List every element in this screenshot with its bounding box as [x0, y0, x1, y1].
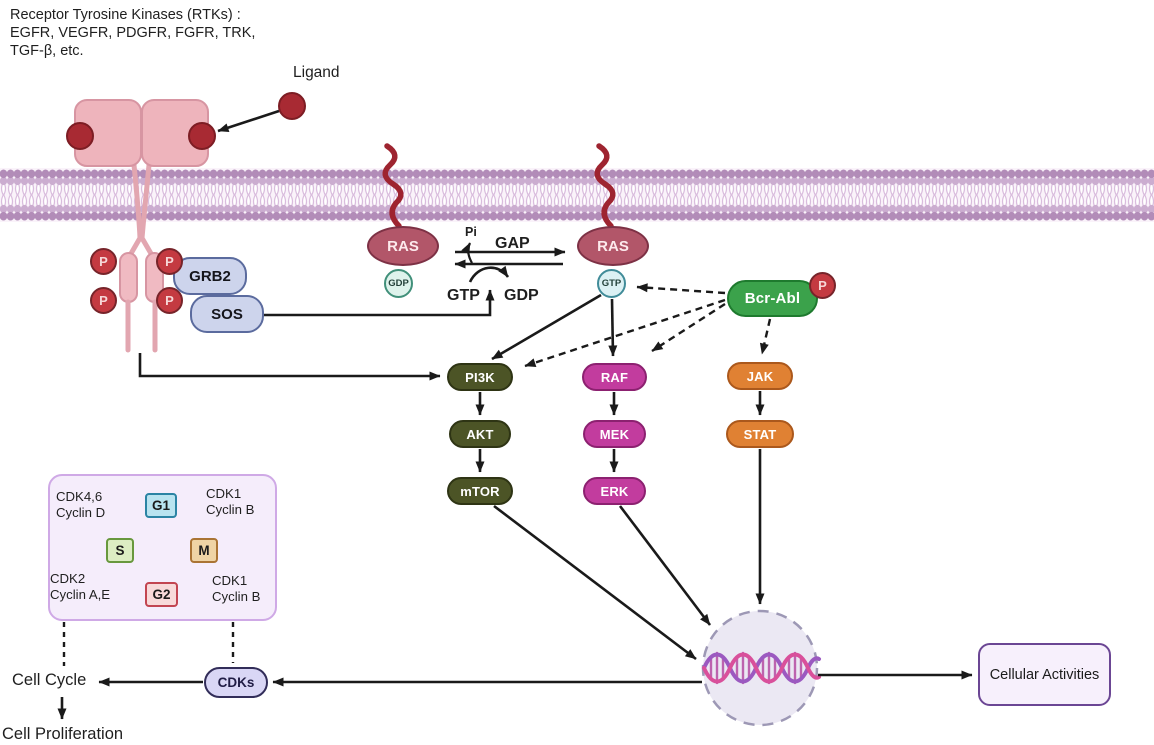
- phospho-letter: P: [99, 293, 108, 308]
- phospho-badge: P: [156, 248, 183, 275]
- pi-label: Pi: [465, 225, 477, 239]
- cyclin-line: Cyclin A,E: [50, 586, 111, 602]
- receptor-to-pi3k-arrow: [138, 353, 441, 381]
- phospho-badge: P: [156, 287, 183, 314]
- ligand-icon: [278, 92, 306, 120]
- gdp-badge: GDP: [384, 269, 413, 298]
- cdks-node: CDKs: [204, 667, 268, 698]
- stat-node: STAT: [726, 420, 794, 448]
- cdk-label-bottom-right: CDK1 Cyclin B: [212, 573, 260, 604]
- raf-node: RAF: [582, 363, 647, 391]
- bcr-abl-node: Bcr-Abl: [727, 280, 818, 317]
- rtk-receptor: [66, 99, 216, 353]
- cdk-label-top-right: CDK1 Cyclin B: [206, 486, 254, 517]
- rtk-note-line2: EGFR, VEGFR, PDGFR, FGFR, TRK,: [10, 25, 256, 42]
- cell-cycle-connectors: [57, 622, 235, 720]
- cell-cycle-label: Cell Cycle: [12, 671, 87, 689]
- cdk-label-bottom-left: CDK2 Cyclin A,E: [50, 571, 110, 602]
- grb2-node: GRB2: [173, 257, 247, 295]
- ras-gdp-node: RAS: [367, 226, 439, 266]
- mek-node: MEK: [583, 420, 646, 448]
- mtor-node: mTOR: [447, 477, 513, 505]
- akt-node: AKT: [449, 420, 511, 448]
- ras-to-pi3k-arrow: [491, 293, 602, 361]
- cellular-activities-box: Cellular Activities: [978, 643, 1111, 706]
- phase-g1: G1: [145, 493, 177, 518]
- gap-label: GAP: [495, 235, 530, 252]
- sos-activation-arrow: [264, 289, 495, 317]
- cdk-label-top-left: CDK4,6 Cyclin D: [56, 489, 105, 520]
- pi3k-node: PI3K: [447, 363, 513, 391]
- phospho-badge: P: [90, 287, 117, 314]
- rtk-note-line1: Receptor Tyrosine Kinases (RTKs) :: [10, 7, 241, 23]
- sos-node: SOS: [190, 295, 264, 333]
- gtpase-cycle-arrows: [264, 242, 566, 317]
- erk-node: ERK: [583, 477, 646, 505]
- cdk-line: CDK1: [212, 573, 248, 588]
- cyclin-line: Cyclin B: [212, 588, 261, 604]
- mtor-to-nucleus-arrow: [493, 504, 697, 661]
- phospho-letter: P: [165, 293, 174, 308]
- phase-g2: G2: [145, 582, 178, 607]
- cyclin-line: Cyclin D: [56, 504, 106, 520]
- erk-to-nucleus-arrow: [618, 505, 712, 626]
- phospho-letter: P: [165, 254, 174, 269]
- ras-gtp-node: RAS: [577, 226, 649, 266]
- cdk-line: CDK1: [206, 486, 242, 501]
- ligand-binding-site-icon: [66, 122, 94, 150]
- plasma-membrane: [0, 168, 1154, 222]
- phase-s: S: [106, 538, 134, 563]
- ligand-binding-site-icon: [188, 122, 216, 150]
- gtp-badge: GTP: [597, 269, 626, 298]
- phospho-badge: P: [90, 248, 117, 275]
- cdk-line: CDK4,6: [56, 489, 103, 504]
- rtk-note: Receptor Tyrosine Kinases (RTKs) : EGFR,…: [10, 6, 340, 60]
- phospho-letter: P: [99, 254, 108, 269]
- rtk-note-line3: TGF-β, etc.: [10, 43, 84, 60]
- cascade-arrows: [475, 391, 765, 473]
- bcr-abl-phospho-badge: P: [809, 272, 836, 299]
- ras-to-raf-arrow: [608, 298, 618, 357]
- jak-node: JAK: [727, 362, 793, 390]
- gtp-label: GTP: [447, 287, 480, 304]
- ligand-label: Ligand: [293, 64, 340, 81]
- dna-icon: [702, 651, 821, 685]
- cell-proliferation-label: Cell Proliferation: [2, 725, 124, 743]
- phospho-letter: P: [818, 278, 827, 293]
- ras-lipid-anchors: [382, 143, 616, 229]
- cyclin-line: Cyclin B: [206, 501, 255, 517]
- ligand-binding-arrow: [217, 109, 280, 133]
- cdk-line: CDK2: [50, 571, 86, 586]
- gdp-label: GDP: [504, 287, 539, 304]
- bcr-abl-dashed-arrows: [524, 283, 772, 368]
- phase-m: M: [190, 538, 218, 563]
